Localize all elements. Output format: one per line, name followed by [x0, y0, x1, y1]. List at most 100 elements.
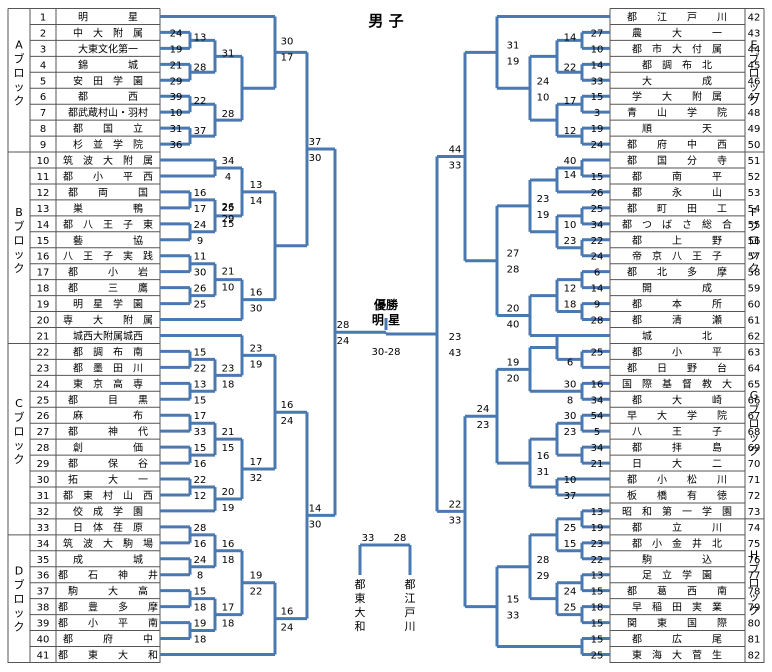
match-score: 3 — [594, 108, 600, 119]
match-score: 24 — [477, 404, 490, 415]
team-name: 筑 波 大 駒 場 — [63, 537, 153, 550]
match-score: 9 — [594, 300, 600, 311]
team-number: 10 — [37, 156, 50, 167]
team-name: 都 東 村 山 西 — [63, 489, 153, 502]
team-name: 錦 城 — [78, 58, 138, 71]
team-number: 8 — [40, 124, 46, 135]
team-name: 順 天 — [642, 123, 712, 135]
bracket-lines — [160, 14, 610, 656]
team-number: 79 — [748, 603, 761, 614]
match-score: 33 — [194, 427, 207, 438]
team-name: 都 両 国 — [68, 187, 148, 199]
team-name: 昭 和 第 一 学 園 — [622, 505, 732, 518]
team-number: 82 — [748, 650, 761, 661]
team-number: 43 — [748, 28, 761, 39]
team-name: 都 清 瀬 — [632, 314, 722, 327]
match-score: 39 — [170, 92, 183, 103]
team-number: 24 — [37, 379, 50, 390]
match-score: 28 — [194, 62, 207, 73]
team-name: 創 価 — [73, 441, 143, 454]
team-number: 6 — [40, 92, 46, 103]
match-score: 20 — [507, 373, 520, 384]
team-name: 都 東 大 和 — [58, 648, 158, 661]
team-name: 都 立 川 — [632, 521, 722, 534]
team-number: 50 — [748, 140, 761, 151]
team-number: 68 — [748, 427, 761, 438]
team-number: 30 — [37, 475, 50, 486]
match-score: 24 — [591, 140, 604, 151]
team-number: 46 — [748, 76, 761, 87]
match-score: 21 — [222, 267, 235, 278]
match-score: 34 — [591, 220, 604, 231]
match-score: 24 — [537, 76, 550, 87]
team-number: 3 — [40, 44, 46, 55]
match-score: 24 — [194, 555, 207, 566]
team-name: 都 本 所 — [632, 298, 722, 311]
team-number: 36 — [37, 571, 50, 582]
team-name: 都 小 平 — [632, 346, 722, 358]
team-name: 都 広 尾 — [632, 633, 722, 646]
match-score: 33 — [449, 515, 462, 526]
match-score: 30 — [564, 411, 577, 422]
team-number: 2 — [40, 28, 46, 39]
match-score: 30 — [250, 304, 263, 315]
match-score: 10 — [591, 44, 604, 55]
team-number: 34 — [37, 539, 50, 550]
match-score: 17 — [222, 603, 235, 614]
match-score: 25 — [222, 203, 235, 214]
match-score: 44 — [449, 145, 462, 156]
match-score: 24 — [337, 336, 350, 347]
match-score: 23 — [564, 427, 577, 438]
match-score: 6 — [594, 268, 600, 279]
team-name: 都 保 谷 — [68, 457, 148, 470]
match-score: 26 — [591, 188, 604, 199]
match-score: 4 — [225, 172, 231, 183]
match-score: 6 — [567, 357, 573, 368]
match-score: 23 — [222, 363, 235, 374]
match-score: 13 — [591, 571, 604, 582]
match-score: 17 — [194, 411, 207, 422]
match-score: 28 — [507, 265, 520, 276]
team-number: 21 — [37, 331, 50, 342]
match-score: 16 — [281, 400, 294, 411]
team-number: 66 — [748, 395, 761, 406]
team-number: 74 — [748, 523, 761, 534]
match-score: 15 — [194, 587, 207, 598]
team-number: 38 — [37, 603, 50, 614]
match-score: 17 — [564, 96, 577, 107]
team-name: 都 石 神 井 — [58, 569, 158, 582]
team-name: 藝 協 — [73, 234, 143, 247]
team-number: 49 — [748, 124, 761, 135]
match-score: 26 — [222, 202, 235, 213]
champion-label: 優勝 — [373, 297, 399, 312]
team-name: 都 小 岩 — [68, 266, 148, 279]
match-score: 23 — [477, 420, 490, 431]
team-name: 巣 鴨 — [73, 202, 143, 215]
team-name: 都 小 平 南 — [58, 617, 158, 630]
team-number: 73 — [748, 507, 761, 518]
team-number: 56 — [748, 236, 761, 247]
team-name: 都 市 大 付 属 — [632, 42, 722, 55]
team-number: 15 — [37, 236, 50, 247]
third-place-score-left: 33 — [362, 533, 375, 544]
team-name: 安 田 学 園 — [73, 74, 143, 87]
match-score: 25 — [591, 204, 604, 215]
team-number: 48 — [748, 108, 761, 119]
match-score: 25 — [591, 347, 604, 358]
match-score: 15 — [194, 395, 207, 406]
team-name: 都 豊 多 摩 — [58, 601, 158, 614]
final-score: 30-28 — [371, 347, 400, 358]
match-score: 31 — [170, 124, 183, 135]
team-name: 専 大 附 属 — [63, 314, 153, 327]
match-score: 16 — [194, 459, 207, 470]
team-number: 76 — [748, 555, 761, 566]
match-score: 30 — [564, 379, 577, 390]
match-score: 40 — [564, 156, 577, 167]
team-name: 都 府 中 — [63, 633, 153, 646]
team-number: 45 — [748, 60, 761, 71]
match-score: 19 — [194, 619, 207, 630]
match-score: 27 — [591, 28, 604, 39]
